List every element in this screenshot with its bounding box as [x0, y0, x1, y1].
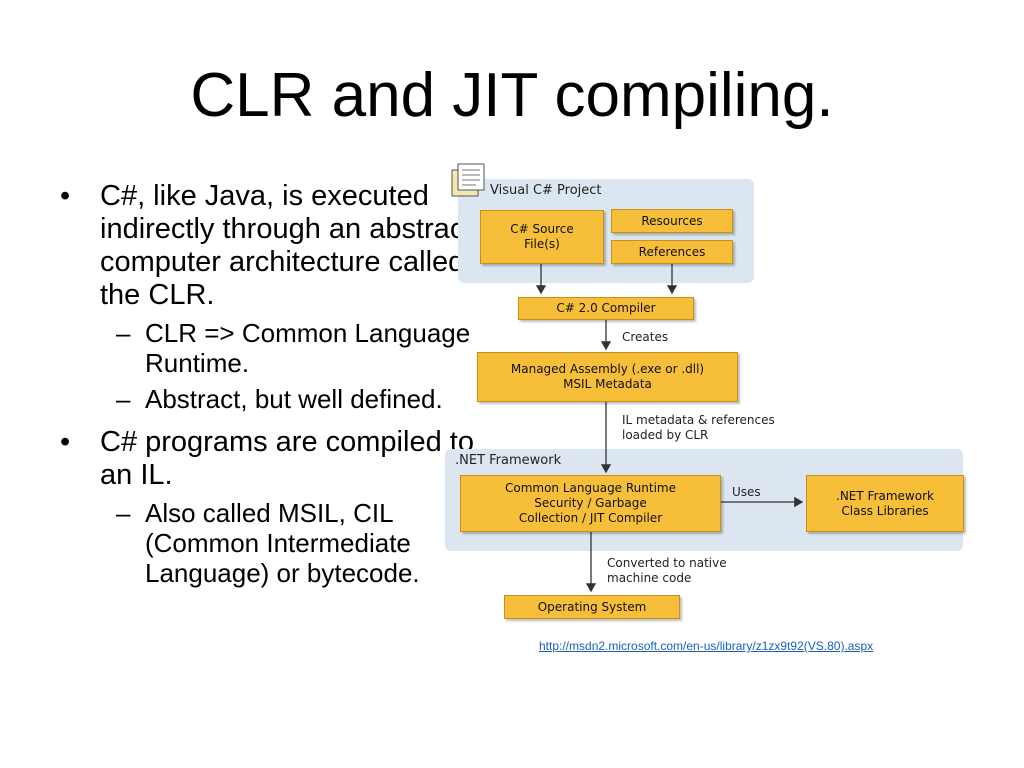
- csharp-source-node: C# Source File(s): [480, 210, 604, 264]
- project-panel-title: Visual C# Project: [490, 183, 602, 198]
- compiler-node: C# 2.0 Compiler: [518, 297, 694, 320]
- bullet-item: • C#, like Java, is executed indirectly …: [60, 180, 490, 312]
- slide-title: CLR and JIT compiling.: [190, 61, 834, 130]
- dash-marker: –: [116, 498, 131, 528]
- bullet-text: C#, like Java, is executed indirectly th…: [100, 180, 473, 311]
- bullet-list: • C#, like Java, is executed indirectly …: [60, 180, 490, 594]
- bullet-text: C# programs are compiled to an IL.: [100, 426, 474, 491]
- converted-label: Converted to native machine code: [607, 556, 727, 585]
- clr-diagram: Visual C# Project .NET Framework C# Sour…: [440, 155, 980, 635]
- operating-system-node: Operating System: [504, 595, 680, 619]
- managed-assembly-node: Managed Assembly (.exe or .dll) MSIL Met…: [477, 352, 738, 402]
- diagram-arrows: [535, 263, 804, 593]
- dash-marker: –: [116, 318, 131, 348]
- bullet-marker: •: [60, 426, 71, 458]
- class-libraries-node: .NET Framework Class Libraries: [806, 475, 964, 532]
- resources-node: Resources: [611, 209, 733, 233]
- sub-bullet-text: CLR => Common Language Runtime.: [145, 318, 471, 378]
- sub-bullet-text: Also called MSIL, CIL (Common Intermedia…: [145, 498, 420, 588]
- sub-bullet-text: Abstract, but well defined.: [145, 384, 443, 414]
- creates-label: Creates: [622, 330, 669, 344]
- sub-bullet-item: – Also called MSIL, CIL (Common Intermed…: [60, 498, 490, 588]
- il-metadata-label: IL metadata & references loaded by CLR: [622, 413, 775, 442]
- references-node: References: [611, 240, 733, 264]
- sub-bullet-item: – Abstract, but well defined.: [60, 384, 490, 414]
- bullet-marker: •: [60, 180, 71, 212]
- framework-panel-title: .NET Framework: [455, 453, 562, 468]
- sub-bullet-item: – CLR => Common Language Runtime.: [60, 318, 490, 378]
- source-link[interactable]: http://msdn2.microsoft.com/en-us/library…: [539, 639, 874, 653]
- uses-label: Uses: [732, 485, 761, 499]
- clr-node: Common Language Runtime Security / Garba…: [460, 475, 721, 532]
- bullet-item: • C# programs are compiled to an IL.: [60, 426, 490, 492]
- folder-icon: [451, 163, 485, 197]
- dash-marker: –: [116, 384, 131, 414]
